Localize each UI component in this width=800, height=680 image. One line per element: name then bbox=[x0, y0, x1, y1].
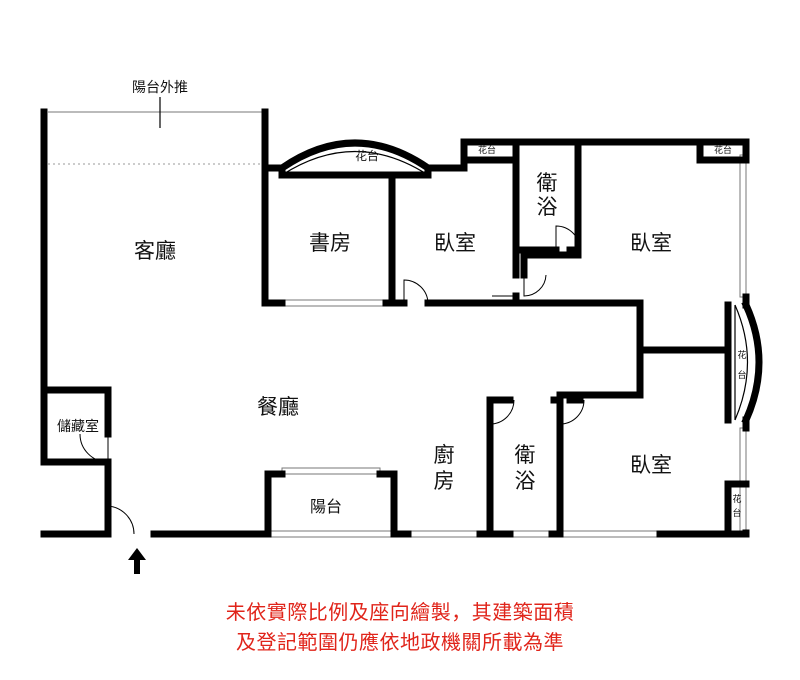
up-arrow-icon bbox=[128, 548, 146, 574]
walls bbox=[40, 108, 750, 538]
planter-side-arc bbox=[734, 300, 763, 425]
dining-room-label: 餐廳 bbox=[257, 395, 299, 419]
bedroom-3-label: 臥室 bbox=[630, 453, 672, 477]
balcony-extension-label: 陽台外推 bbox=[132, 80, 188, 96]
bedroom-1-label: 臥室 bbox=[434, 231, 476, 255]
disclaimer-line-2: 及登記範圍仍應依地政機關所載為準 bbox=[236, 630, 564, 654]
disclaimer-line-1: 未依實際比例及座向繪製，其建築面積 bbox=[225, 600, 575, 624]
planter-side-char2: 台 bbox=[737, 369, 746, 381]
bedroom-2-label: 臥室 bbox=[630, 231, 672, 255]
living-room-label: 客廳 bbox=[134, 239, 176, 263]
room-labels: 陽台外推 客廳 花台 書房 臥室 衛 浴 花台 臥室 花台 花 台 儲藏室 餐廳… bbox=[57, 80, 747, 519]
bathroom-2-char2: 浴 bbox=[515, 469, 536, 493]
storage-label: 儲藏室 bbox=[57, 418, 99, 435]
planter-side-char1: 花 bbox=[737, 349, 746, 361]
study-label: 書房 bbox=[309, 231, 351, 255]
bathroom-1-char1: 衛 bbox=[537, 171, 558, 195]
planter-small-1-label: 花台 bbox=[478, 144, 496, 156]
doors bbox=[79, 225, 585, 535]
bathroom-2-char1: 衛 bbox=[515, 443, 536, 467]
planter-small-3-char1: 花 bbox=[732, 493, 741, 505]
planter-small-2-label: 花台 bbox=[714, 144, 732, 156]
planter-small-3-char2: 台 bbox=[732, 507, 741, 519]
bathroom-1-char2: 浴 bbox=[537, 195, 558, 219]
planter-top-label: 花台 bbox=[355, 148, 379, 163]
planter-top-arc bbox=[277, 139, 433, 176]
kitchen-char1: 廚 bbox=[434, 443, 455, 467]
balcony-label: 陽台 bbox=[310, 497, 342, 516]
kitchen-char2: 房 bbox=[434, 469, 455, 493]
